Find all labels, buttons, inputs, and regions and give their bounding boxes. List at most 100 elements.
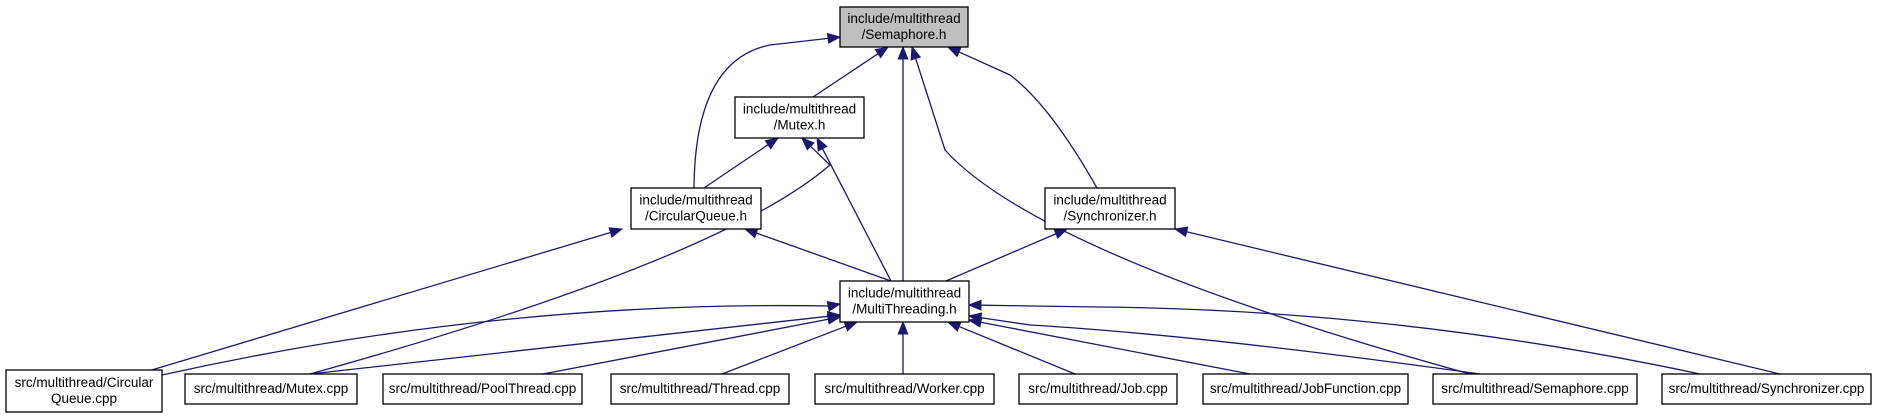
node-worker-cpp-box (814, 373, 995, 405)
arrowhead (801, 137, 815, 151)
arrowhead (764, 137, 780, 150)
edge-semaphore_cpp-to-semaphore_h (910, 45, 1471, 375)
edge-line (821, 148, 892, 282)
arrowhead (897, 45, 909, 60)
node-mutex-cpp-label-line-1: src/multithread/Mutex.cpp (194, 381, 349, 396)
node-circularqueue-cpp[interactable]: src/multithread/CircularQueue.cpp (5, 369, 163, 413)
node-semaphore-h[interactable]: include/multithread/Semaphore.h (839, 6, 969, 48)
edge-line (958, 325, 1076, 375)
arrowhead (1053, 228, 1069, 240)
node-synchronizer-h-label-line-2: /Synchronizer.h (1063, 209, 1156, 224)
node-multithreading-h-label-line-1: include/multithread (848, 286, 961, 301)
edge-line (721, 325, 847, 375)
edge-line (980, 317, 1481, 375)
node-synchronizer-cpp[interactable]: src/multithread/Synchronizer.cpp (1661, 373, 1872, 405)
arrowhead (843, 321, 859, 332)
node-semaphore-h-box (839, 6, 969, 48)
edge-circularqueue_cpp-to-multithreading_h (161, 301, 842, 376)
arrowhead (826, 301, 842, 312)
edge-mutex_h-to-semaphore_h (812, 46, 890, 98)
node-circularqueue-cpp-label-line-1: src/multithread/Circular (15, 375, 154, 390)
node-poolthread-cpp[interactable]: src/multithread/PoolThread.cpp (382, 373, 583, 405)
edge-synchronizer_cpp-to-synchronizer_h (1173, 226, 1781, 375)
edge-synchronizer_h-to-semaphore_h (946, 46, 1098, 189)
arrowhead (743, 227, 759, 239)
node-semaphore-h-label-line-1: include/multithread (847, 11, 960, 26)
arrowhead (967, 299, 982, 311)
node-synchronizer-cpp-box (1661, 373, 1872, 405)
node-semaphore-cpp-box (1432, 373, 1638, 405)
node-jobfunction-cpp-box (1202, 373, 1409, 405)
edge-mutex_cpp-to-multithreading_h (309, 310, 842, 375)
edge-multithreading_h-to-semaphore_h (897, 45, 909, 281)
node-thread-cpp[interactable]: src/multithread/Thread.cpp (610, 373, 790, 405)
edge-line (693, 37, 829, 189)
arrowhead (946, 321, 962, 332)
edge-line (309, 145, 831, 375)
arrowhead (826, 313, 842, 325)
arrowhead (826, 32, 842, 44)
edge-worker_cpp-to-multithreading_h (897, 320, 909, 374)
node-multithreading-h-box (839, 280, 970, 323)
edge-circularqueue_cpp-to-circularqueue_h (144, 227, 624, 373)
arrowhead (608, 227, 624, 238)
arrowhead (897, 320, 909, 335)
edge-line (958, 51, 1098, 189)
edge-job_cpp-to-multithreading_h (946, 321, 1076, 375)
node-mutex-h-label-line-1: include/multithread (743, 102, 856, 117)
edge-line (161, 304, 831, 376)
node-circularqueue-cpp-box (5, 369, 163, 413)
node-semaphore-cpp-label-line-1: src/multithread/Semaphore.cpp (1441, 381, 1629, 396)
edge-poolthread_cpp-to-multithreading_h (542, 313, 842, 375)
node-worker-cpp[interactable]: src/multithread/Worker.cpp (814, 373, 995, 405)
edge-line (144, 231, 611, 373)
node-semaphore-cpp[interactable]: src/multithread/Semaphore.cpp (1432, 373, 1638, 405)
edge-circularqueue_h-to-semaphore_h (693, 32, 842, 189)
node-thread-cpp-box (610, 373, 790, 405)
node-mutex-cpp[interactable]: src/multithread/Mutex.cpp (184, 373, 358, 405)
edge-line (915, 58, 1471, 375)
node-job-cpp[interactable]: src/multithread/Job.cpp (1018, 373, 1178, 405)
edge-line (542, 318, 829, 375)
node-thread-cpp-label-line-1: src/multithread/Thread.cpp (620, 381, 781, 396)
edge-semaphore_cpp-to-multithreading_h (967, 312, 1481, 375)
node-synchronizer-h-box (1044, 187, 1176, 230)
edge-jobfunction_cpp-to-multithreading_h (967, 316, 1251, 375)
node-mutex-cpp-box (184, 373, 358, 405)
node-job-cpp-label-line-1: src/multithread/Job.cpp (1028, 381, 1168, 396)
edge-multithreading_h-to-circularqueue_h (743, 227, 892, 282)
edge-thread_cpp-to-multithreading_h (721, 321, 859, 375)
node-circularqueue-h-box (630, 187, 762, 230)
arrowhead (1173, 226, 1189, 238)
edge-line (309, 315, 829, 375)
edge-circularqueue_h-to-mutex_h (703, 137, 780, 189)
arrowhead (816, 136, 828, 152)
node-synchronizer-h-label-line-1: include/multithread (1053, 193, 1166, 208)
node-multithreading-h[interactable]: include/multithread/MultiThreading.h (839, 280, 970, 323)
node-jobfunction-cpp[interactable]: src/multithread/JobFunction.cpp (1202, 373, 1409, 405)
edge-line (812, 53, 879, 98)
edge-line (756, 232, 892, 282)
edge-multithreading_h-to-mutex_h (816, 136, 892, 282)
node-circularqueue-h-label-line-1: include/multithread (639, 193, 752, 208)
node-semaphore-h-label-line-2: /Semaphore.h (862, 27, 947, 42)
node-circularqueue-h[interactable]: include/multithread/CircularQueue.h (630, 187, 762, 230)
node-worker-cpp-label-line-1: src/multithread/Worker.cpp (824, 381, 984, 396)
node-synchronizer-cpp-label-line-1: src/multithread/Synchronizer.cpp (1669, 381, 1865, 396)
node-circularqueue-h-label-line-2: /CircularQueue.h (645, 209, 747, 224)
arrowhead (946, 46, 962, 58)
node-mutex-h-label-line-2: /Mutex.h (774, 118, 826, 133)
node-jobfunction-cpp-label-line-1: src/multithread/JobFunction.cpp (1210, 381, 1401, 396)
arrowhead (874, 46, 890, 59)
arrowhead (910, 45, 922, 61)
edge-line (980, 304, 1701, 375)
arrowhead (967, 312, 983, 324)
edge-mutex_cpp-to-mutex_h (309, 137, 831, 375)
node-job-cpp-box (1018, 373, 1178, 405)
node-multithreading-h-label-line-2: /MultiThreading.h (852, 302, 956, 317)
node-mutex-h[interactable]: include/multithread/Mutex.h (734, 96, 865, 139)
node-mutex-h-box (734, 96, 865, 139)
dependency-edges (144, 32, 1781, 376)
node-synchronizer-h[interactable]: include/multithread/Synchronizer.h (1044, 187, 1176, 230)
